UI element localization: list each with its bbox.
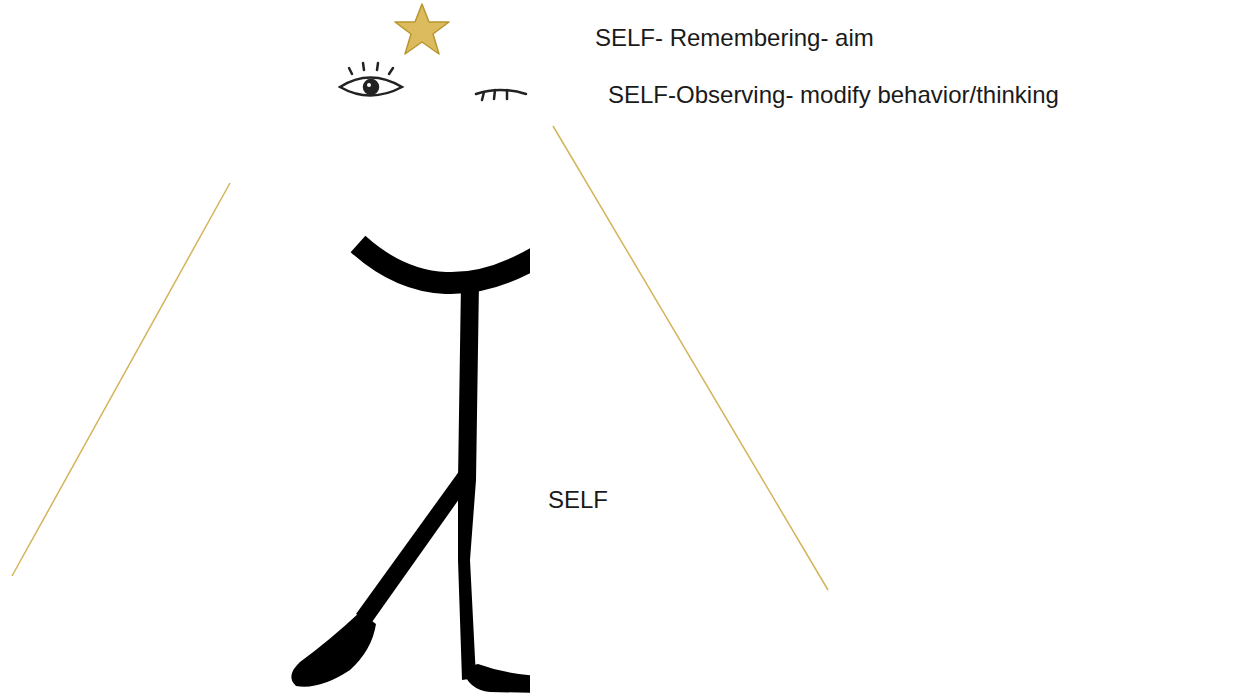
stick-figure	[291, 244, 530, 693]
star-symbol	[395, 4, 449, 54]
open-eye-symbol	[340, 63, 402, 96]
guide-line	[12, 183, 230, 576]
guide-line	[553, 126, 828, 590]
annotation-text: SELF- Remembering- aim	[595, 24, 874, 53]
annotation-text: SELF-Observing- modify behavior/thinking	[608, 81, 1059, 110]
figure-label: SELF	[548, 486, 608, 515]
closed-eye-symbol	[476, 90, 526, 100]
